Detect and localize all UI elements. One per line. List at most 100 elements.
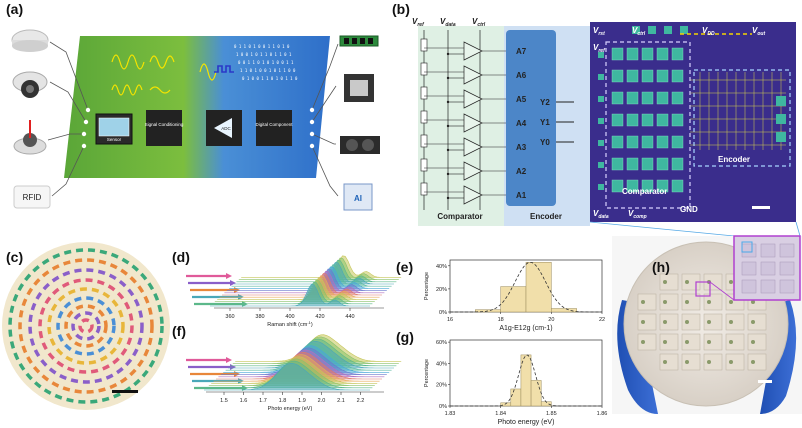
- gaussian-fit: [450, 261, 602, 313]
- dome-camera-icon: [12, 71, 48, 98]
- flake-ring: [78, 318, 94, 334]
- encoder-block: [506, 30, 556, 206]
- micrograph-labels: Vrst Vctrl VDD Vout Vref Vdata Vcomp GND…: [593, 26, 765, 220]
- comparator-cell: [626, 47, 639, 61]
- sensor-label: Sensor: [107, 137, 122, 142]
- comparator-symbol: [463, 185, 483, 205]
- chip-pad: [729, 320, 733, 324]
- chip-pad: [685, 340, 689, 344]
- board-pins: [81, 107, 315, 149]
- input-pad: [598, 96, 604, 102]
- chip-pad: [729, 340, 733, 344]
- inset-chip: [779, 261, 795, 276]
- comparator-symbol: [463, 161, 483, 181]
- output-a-label: A4: [516, 119, 527, 128]
- y-tick-label: 20%: [436, 287, 447, 293]
- chip-pad: [751, 320, 755, 324]
- micro-vdd-label: VDD: [702, 26, 715, 37]
- junction: [446, 148, 450, 152]
- tick-label: 1.7: [259, 398, 267, 404]
- micrograph-cells: [598, 26, 786, 193]
- zoom-line-left: [589, 221, 735, 237]
- input-pad: [598, 118, 604, 124]
- signal-waveforms: [111, 54, 217, 96]
- raman-spectra: [210, 255, 402, 307]
- input-pad: [598, 184, 604, 190]
- output-a-label: A1: [516, 191, 527, 200]
- comparator-cell: [626, 157, 639, 171]
- svg-text:1 0 0 1 0 1 1 0 1 1 0 1: 1 0 0 1 0 1 1 0 1 1 0 1: [236, 52, 292, 57]
- comparator-cell: [641, 91, 654, 105]
- comparator-symbol: [463, 65, 483, 85]
- histogram-bar: [475, 309, 501, 313]
- x-tick-label: 1.84: [495, 411, 506, 417]
- graphics-card-icon: [340, 136, 380, 154]
- chip-pad: [729, 280, 733, 284]
- junction: [446, 100, 450, 104]
- wafer-chip: [637, 333, 657, 351]
- xlabel-d: Raman shift (cm-1): [267, 320, 313, 328]
- micro-vctrl-label: Vctrl: [632, 26, 646, 37]
- chip-pad: [707, 300, 711, 304]
- panel-label-c: (c): [6, 249, 23, 265]
- flake-rings: [8, 248, 164, 404]
- spectrum-trace: [224, 270, 385, 294]
- comparator-cell: [671, 157, 684, 171]
- chip-pad: [707, 340, 711, 344]
- spectrum-trace: [214, 279, 375, 302]
- wafer-chip: [703, 293, 723, 311]
- comparator-cell: [641, 179, 654, 193]
- encoder-outline: [693, 69, 791, 167]
- chip-pad: [707, 360, 711, 364]
- output-y-label: Y2: [540, 98, 550, 107]
- wafer-chip: [659, 333, 679, 351]
- junction: [446, 124, 450, 128]
- comparator-cell: [611, 69, 624, 83]
- wafer-chip: [725, 313, 745, 331]
- sample-arrowhead: [226, 357, 232, 363]
- comparator-cell: [641, 157, 654, 171]
- micro-vcomp-label: Vcomp: [628, 209, 647, 220]
- comparator-cell: [611, 113, 624, 127]
- output-pad: [776, 132, 786, 142]
- tick-label: 1.9: [298, 398, 306, 404]
- tick-label: 400: [285, 314, 294, 320]
- output-a-label: A7: [516, 47, 527, 56]
- chip-pad: [641, 340, 645, 344]
- x-axis-label: Photo energy (eV): [498, 419, 555, 426]
- signal-conditioning-label: Signal Conditioning: [145, 122, 184, 127]
- tick-label: 2.2: [357, 398, 365, 404]
- panel-label-g: (g): [396, 329, 414, 345]
- binary-stream: 0 1 1 0 1 0 0 1 1 0 1 0 1 0 0 1 0 1 1 0 …: [234, 44, 298, 81]
- top-pad: [632, 26, 640, 34]
- inset-chip: [760, 279, 776, 294]
- inset-highlight: [741, 241, 753, 253]
- micro-gnd-label: GND: [680, 205, 698, 214]
- inset-chip: [779, 279, 795, 294]
- x-tick-label: 1.85: [546, 411, 557, 417]
- digital-component-label: Digital Component: [255, 122, 293, 127]
- scale-bar-h: [758, 380, 772, 383]
- panel-label-b: (b): [392, 1, 410, 17]
- vref-label: Vref: [412, 17, 425, 28]
- comparator-cell: [671, 47, 684, 61]
- inset-chip: [760, 261, 776, 276]
- x-tick-label: 22: [599, 317, 605, 323]
- tick-label: 380: [255, 314, 264, 320]
- wafer-chip: [659, 313, 679, 331]
- inset-chip: [741, 279, 757, 294]
- output-pad: [776, 96, 786, 106]
- resistor: [420, 182, 428, 196]
- x-tick-label: 1.86: [597, 411, 608, 417]
- processor-chip-icon: [344, 74, 374, 102]
- output-pad: [776, 114, 786, 124]
- input-pad: [598, 162, 604, 168]
- comparator-cell: [671, 179, 684, 193]
- inset-chip: [741, 261, 757, 276]
- pl-spectra: [204, 334, 402, 391]
- histogram-bar: [551, 308, 577, 313]
- svg-text:0 0 1 1 0 1 0 1 0 0 1 1: 0 0 1 1 0 1 0 1 0 0 1 1: [238, 60, 294, 65]
